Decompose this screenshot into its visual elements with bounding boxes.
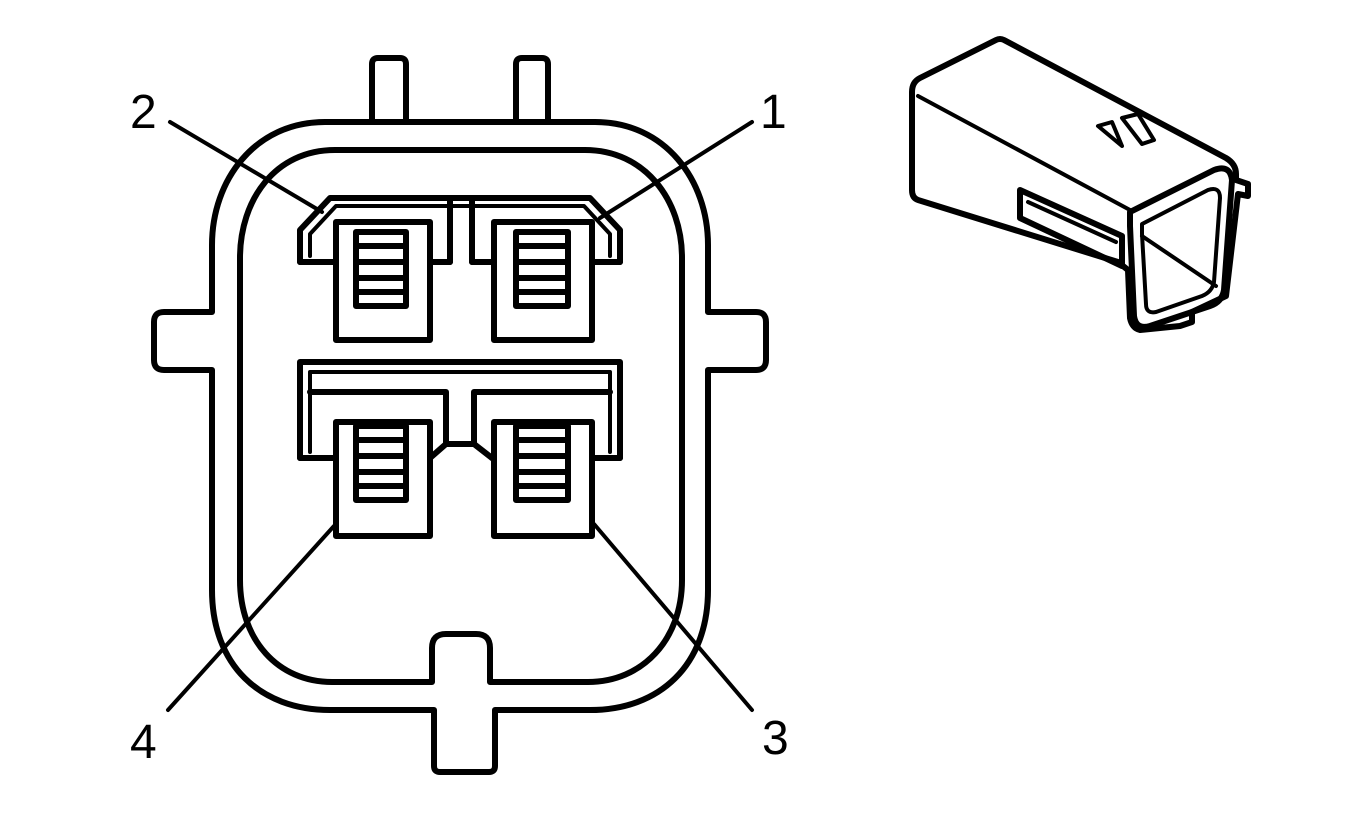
pin-1-terminal xyxy=(513,229,571,309)
leader-line-2 xyxy=(168,120,324,214)
top-tab-right xyxy=(513,55,551,125)
leader-line-3 xyxy=(592,522,754,712)
iso-latch-slot-inner xyxy=(1026,200,1118,244)
center-divider-upper xyxy=(447,197,475,265)
pin-3-cavity xyxy=(489,419,623,539)
iso-front-opening-inner xyxy=(1140,187,1222,315)
pin-2-label: 2 xyxy=(130,86,157,139)
connector-face-view: 2 1 4 3 xyxy=(130,55,789,775)
pin-3-terminal xyxy=(513,423,571,503)
iso-alignment-mark-right xyxy=(1120,112,1156,146)
iso-front-opening-outer xyxy=(1127,165,1235,330)
upper-cavity-frame-inner xyxy=(308,204,612,258)
lower-cavity-frame-inner xyxy=(308,370,612,454)
pin-3-label: 3 xyxy=(762,712,789,765)
iso-body-outline xyxy=(909,36,1251,333)
iso-latch-slot xyxy=(1017,187,1125,269)
pin-1-cavity xyxy=(469,219,623,343)
lower-cavity-ledge xyxy=(307,389,613,447)
connector-housing-inner xyxy=(237,147,685,685)
connector-isometric-view xyxy=(909,36,1251,333)
pin-4-label: 4 xyxy=(130,716,157,769)
pin-2-terminal xyxy=(353,229,409,309)
top-tab-left xyxy=(369,55,409,125)
pin-1-label: 1 xyxy=(760,86,787,139)
iso-top-face-edge xyxy=(916,94,1132,212)
leader-line-1 xyxy=(598,120,754,220)
connector-housing-outer xyxy=(151,119,769,775)
pin-4-terminal xyxy=(353,423,409,503)
upper-cavity-frame xyxy=(297,195,623,265)
leader-line-4 xyxy=(166,524,336,712)
iso-inner-cavity-line xyxy=(1140,234,1218,288)
pin-4-cavity xyxy=(297,419,495,539)
iso-alignment-mark-left xyxy=(1096,120,1124,148)
lower-cavity-frame xyxy=(297,359,623,461)
pin-2-cavity xyxy=(297,219,453,343)
